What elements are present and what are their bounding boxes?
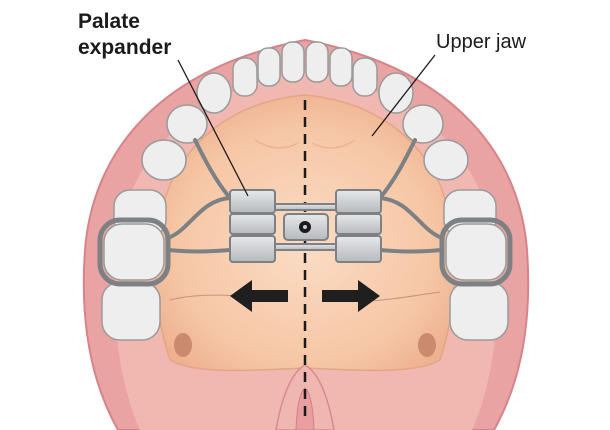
- tooth: [305, 41, 329, 83]
- tooth: [378, 72, 414, 114]
- expander-block: [229, 189, 276, 214]
- rugae-left: [254, 139, 299, 149]
- expander-block: [335, 189, 382, 214]
- expander-block: [335, 213, 382, 235]
- expander-label-line2: expander: [78, 36, 171, 59]
- tooth: [101, 281, 161, 341]
- rugae-right: [311, 139, 356, 149]
- tooth: [352, 57, 378, 97]
- upper-jaw-label: Upper jaw: [436, 31, 527, 53]
- left-arrow-icon: [230, 280, 288, 312]
- tooth: [329, 47, 353, 87]
- tooth: [402, 104, 444, 144]
- right-arrow-icon: [322, 280, 380, 312]
- left-palatine-pit: [174, 333, 192, 357]
- tooth: [445, 223, 507, 281]
- tooth: [257, 47, 281, 87]
- tooth: [196, 72, 232, 114]
- tooth: [449, 281, 509, 341]
- tooth: [281, 41, 305, 83]
- tooth: [166, 104, 208, 144]
- expander-leader-line: [177, 59, 249, 197]
- expander-label-line1: Palate: [78, 10, 140, 33]
- tooth: [141, 139, 187, 181]
- expander-block: [335, 235, 382, 263]
- tooth: [232, 57, 258, 97]
- expander-wires: [166, 138, 444, 254]
- tooth: [103, 223, 165, 281]
- right-palatine-pit: [418, 333, 436, 357]
- expander-block: [229, 213, 276, 235]
- jaw-leader-line: [371, 54, 436, 137]
- expander-rail: [274, 243, 337, 251]
- expander-block: [229, 235, 276, 263]
- tooth: [423, 139, 469, 181]
- screw-hole: [303, 225, 307, 229]
- teeth: [101, 41, 509, 341]
- expander-rail: [274, 203, 337, 211]
